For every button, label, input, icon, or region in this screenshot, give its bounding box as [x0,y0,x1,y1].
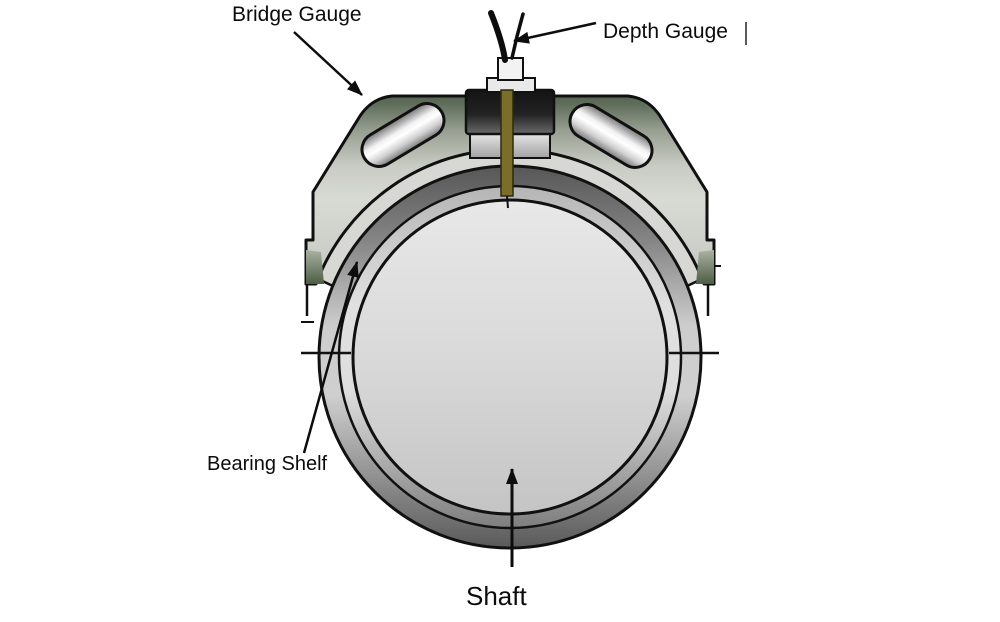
depth-gauge-stem [497,57,524,81]
depth-gauge-rod [500,89,514,197]
bridge-foot-right [696,250,714,284]
bridge-gauge-label: Bridge Gauge [232,3,362,26]
bearing-shell-arrow [302,261,359,454]
shaft-label: Shaft [466,581,527,611]
depth-gauge-label: Depth Gauge [603,20,728,43]
bridge-gauge-arrow [293,31,363,96]
rod-contact-line [506,195,509,209]
shaft-circle [351,198,669,516]
bearing-shell-label: Bearing Shelf [207,453,328,475]
depth-gauge-arrow [513,21,597,44]
bridge-slot-right [568,103,654,169]
depth-gauge-wire-left [488,10,508,63]
bridge-slot-left [360,102,446,168]
depth-gauge-wire-right [510,12,525,60]
bridge-foot-left [306,250,324,284]
